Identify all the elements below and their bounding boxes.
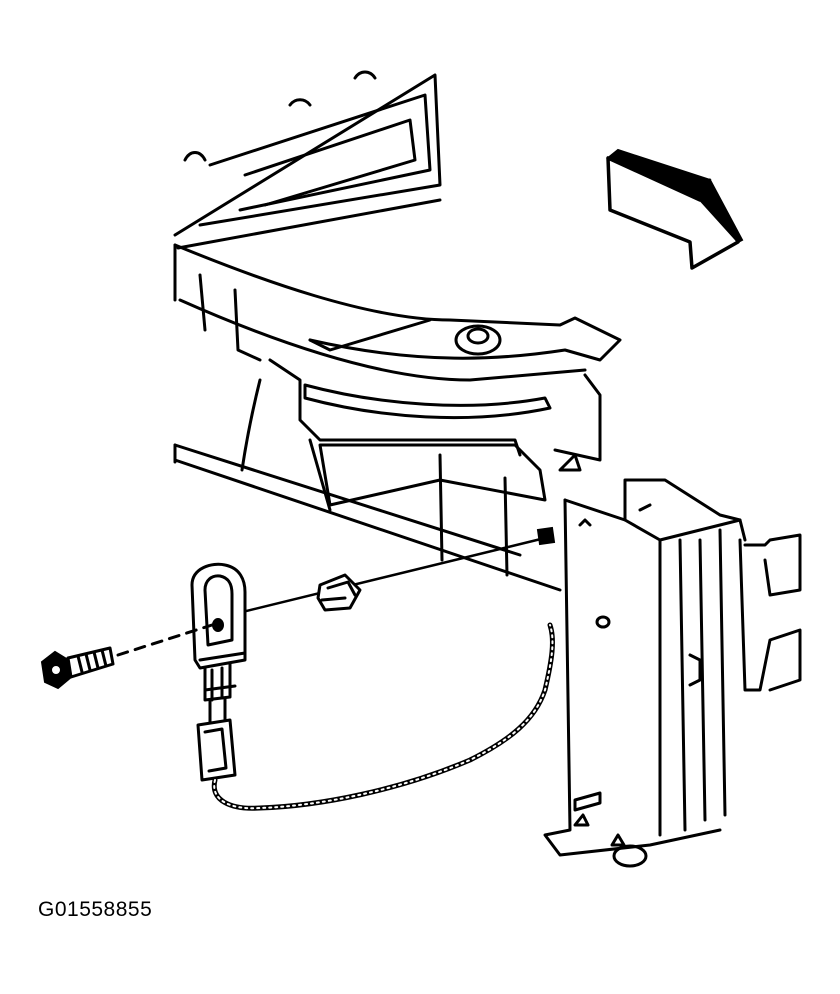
lower-rail <box>173 443 562 592</box>
arrow-front-of-vehicle-icon <box>606 148 744 270</box>
mounting-slot <box>536 526 556 546</box>
alignment-guide-line <box>228 536 547 617</box>
vertical-mount-bracket <box>543 373 802 868</box>
sensor-body <box>190 562 247 702</box>
figure-id-label: G01558855 <box>38 898 153 921</box>
sensor-lead-wire <box>211 622 555 811</box>
radiator-support-crossmember <box>173 243 622 512</box>
retaining-clip <box>316 573 362 612</box>
installation-path-dashed-line <box>116 623 214 657</box>
upper-bracket <box>173 70 442 250</box>
mounting-bolt <box>40 646 115 690</box>
sensor-connector <box>196 696 237 782</box>
